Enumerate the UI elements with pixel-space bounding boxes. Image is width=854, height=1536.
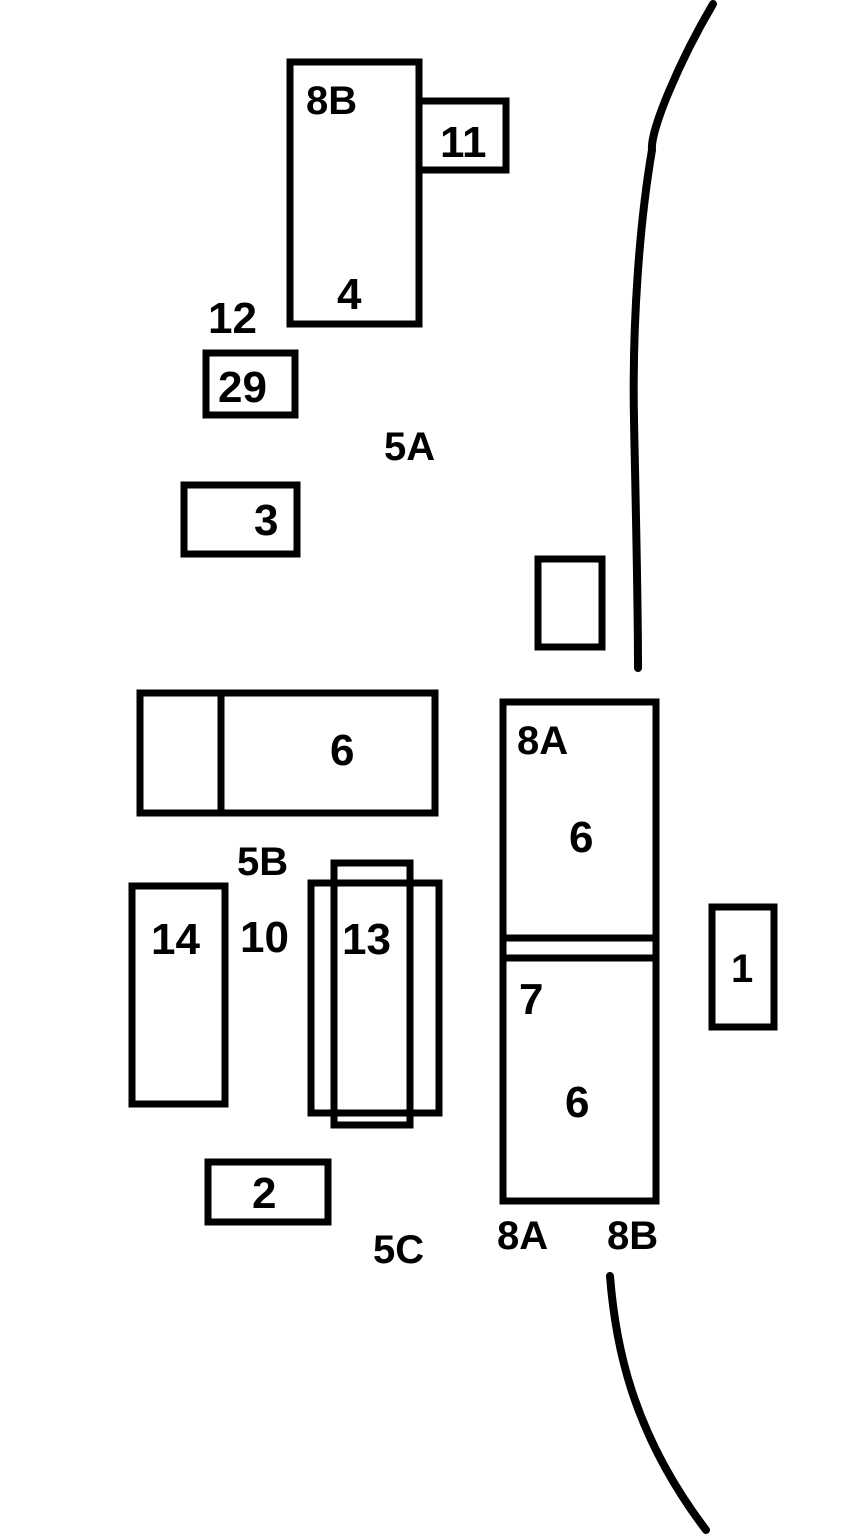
- building-left-6: [136, 689, 439, 817]
- building-right-lower: [499, 954, 660, 1205]
- building-13-outer: [307, 879, 443, 1117]
- lower-curve: [606, 1272, 710, 1534]
- label-29: 29: [218, 363, 267, 412]
- label-10: 10: [240, 913, 289, 962]
- label-bottom-8b: 8B: [607, 1214, 658, 1258]
- label-7: 7: [519, 975, 543, 1024]
- label-right-8a: 8A: [517, 719, 568, 763]
- building-8b-4: [286, 58, 423, 328]
- building-29: [202, 349, 299, 419]
- label-4: 4: [337, 270, 362, 319]
- building-13-inner: [330, 859, 414, 1129]
- label-right-lower-6: 6: [565, 1078, 589, 1127]
- building-1: [708, 903, 778, 1031]
- building-2: [204, 1158, 332, 1226]
- label-3: 3: [254, 496, 278, 545]
- label-2: 2: [252, 1169, 276, 1218]
- label-11: 11: [440, 118, 487, 167]
- label-13: 13: [342, 915, 391, 964]
- upper-curve: [629, 0, 717, 672]
- label-14: 14: [151, 915, 200, 964]
- label-5c: 5C: [373, 1228, 424, 1272]
- building-11: [415, 97, 510, 174]
- building-right-upper: [499, 698, 660, 942]
- building-3: [180, 481, 301, 558]
- building-14: [128, 882, 229, 1108]
- building-unlabeled: [534, 555, 606, 651]
- label-5a: 5A: [384, 425, 435, 469]
- label-5b: 5B: [237, 840, 288, 884]
- label-top-8b: 8B: [306, 79, 357, 123]
- label-1: 1: [731, 947, 753, 991]
- label-12: 12: [208, 294, 257, 343]
- label-left-6: 6: [330, 726, 354, 775]
- label-right-upper-6: 6: [569, 813, 593, 862]
- label-bottom-8a: 8A: [497, 1214, 548, 1258]
